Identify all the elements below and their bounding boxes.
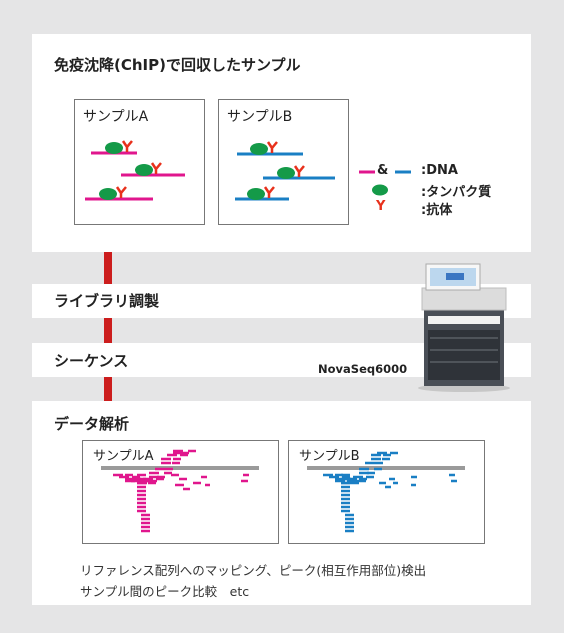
sequencing-title: シーケンス: [54, 352, 129, 370]
dna-fragment: [121, 162, 185, 177]
sample-a-chip-fragments: [85, 140, 185, 201]
dna-fragment: [91, 140, 137, 155]
library-prep-title: ライブラリ調製: [54, 292, 160, 310]
analysis-description-line1: リファレンス配列へのマッピング、ピーク(相互作用部位)検出: [80, 563, 427, 578]
sample-b-box: サンプルB: [218, 99, 349, 225]
sample-a-label: サンプルA: [83, 109, 149, 125]
sample-a-read-pileup: [101, 449, 259, 533]
dna-legend-symbol: &: [377, 163, 389, 178]
sample-a-box: サンプルA: [74, 99, 205, 225]
dna-fragment: [85, 186, 153, 201]
result-a-label: サンプルA: [93, 449, 154, 464]
data-analysis-title: データ解析: [54, 415, 130, 433]
dna-fragment: [263, 165, 335, 180]
instrument-label: NovaSeq6000: [318, 362, 408, 376]
connector-bar-2: [104, 318, 112, 343]
sample-b-chip-fragments: [235, 141, 335, 201]
protein-legend-icon: [372, 184, 388, 196]
result-b-box: サンプルB: [288, 440, 485, 544]
antibody-legend-symbol: Y: [376, 199, 386, 214]
chip-sample-panel: 免疫沈降(ChIP)で回収したサンプル サンプルA サンプルB: [32, 34, 531, 252]
analysis-description-line2: サンプル間のピーク比較 etc: [80, 584, 250, 599]
connector-bar-1: [104, 252, 112, 284]
result-b-label: サンプルB: [299, 449, 360, 464]
dna-fragment: [235, 186, 289, 201]
connector-bar-3: [104, 377, 112, 401]
dna-fragment: [237, 141, 303, 156]
dna-legend-label: :DNA: [421, 163, 458, 178]
chip-section-title: 免疫沈降(ChIP)で回収したサンプル: [54, 56, 301, 74]
sample-b-label: サンプルB: [227, 109, 293, 125]
sample-b-read-pileup: [307, 451, 465, 533]
sequencer-machine-image: [418, 263, 510, 392]
dna-legend-icon: [359, 170, 411, 174]
result-a-box: サンプルA: [82, 440, 279, 544]
data-analysis-panel: データ解析 サンプルA サンプルB リファレンス配列へのマッピング、ピーク(相互…: [32, 401, 531, 605]
antibody-legend-label: :抗体: [421, 203, 453, 218]
protein-legend-label: :タンパク質: [421, 185, 492, 200]
